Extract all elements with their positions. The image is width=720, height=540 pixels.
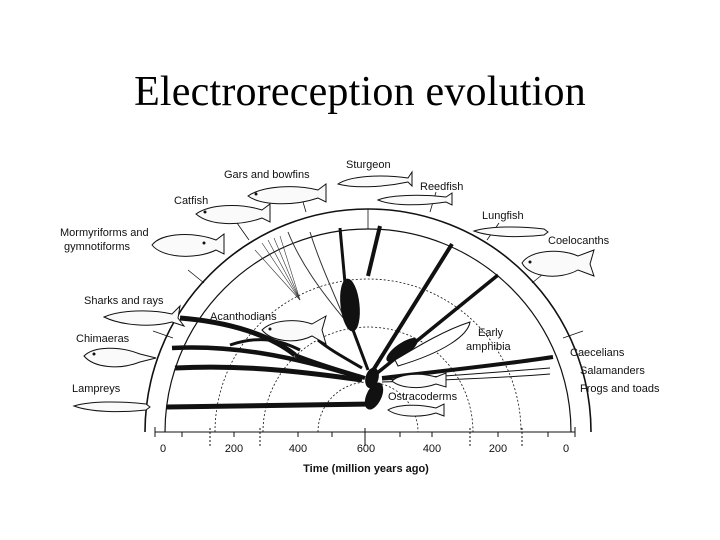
- mormyriform-illustration: [152, 234, 224, 256]
- label-gars-and-bowfins: Gars and bowfins: [224, 169, 310, 181]
- shark-illustration: [104, 306, 184, 326]
- chimaera-illustration: [84, 348, 156, 367]
- reedfish-illustration: [378, 193, 452, 205]
- label-caecelians: Caecelians: [570, 347, 625, 359]
- label-coelocanths: Coelocanths: [548, 235, 610, 247]
- label-lungfish: Lungfish: [482, 210, 524, 222]
- axis-tick-label: 400: [423, 443, 441, 455]
- radiation-fan: [255, 232, 345, 320]
- label-chimaeras: Chimaeras: [76, 333, 130, 345]
- axis-tick-label: 0: [563, 443, 569, 455]
- axis-label: Time (million years ago): [303, 463, 429, 475]
- label-mormyriforms-line1: Mormyriforms and: [60, 227, 149, 239]
- coelocanth-illustration: [522, 250, 594, 276]
- label-sturgeon: Sturgeon: [346, 159, 391, 171]
- label-reedfish: Reedfish: [420, 181, 463, 193]
- axis-tick-label: 600: [357, 443, 375, 455]
- lamprey-illustration: [74, 402, 150, 412]
- axis-tick-label: 200: [489, 443, 507, 455]
- sturgeon-illustration: [338, 172, 412, 187]
- label-ostracoderms: Ostracoderms: [388, 391, 458, 403]
- label-mormyriforms-line2: gymnotiforms: [64, 241, 131, 253]
- label-frogs-and-toads: Frogs and toads: [580, 383, 660, 395]
- label-catfish: Catfish: [174, 195, 208, 207]
- label-early-amphibia-line2: amphibia: [466, 341, 512, 353]
- label-salamanders: Salamanders: [580, 365, 645, 377]
- label-lampreys: Lampreys: [72, 383, 121, 395]
- axis-tick-label: 200: [225, 443, 243, 455]
- label-acanthodians: Acanthodians: [210, 311, 277, 323]
- axis-tick-label: 400: [289, 443, 307, 455]
- label-early-amphibia-line1: Early: [478, 327, 504, 339]
- lungfish-illustration: [474, 227, 548, 237]
- axis-tick-label: 0: [160, 443, 166, 455]
- gars-illustration: [248, 184, 326, 204]
- label-sharks-and-rays: Sharks and rays: [84, 295, 164, 307]
- lower-fish-illustration: [388, 404, 444, 416]
